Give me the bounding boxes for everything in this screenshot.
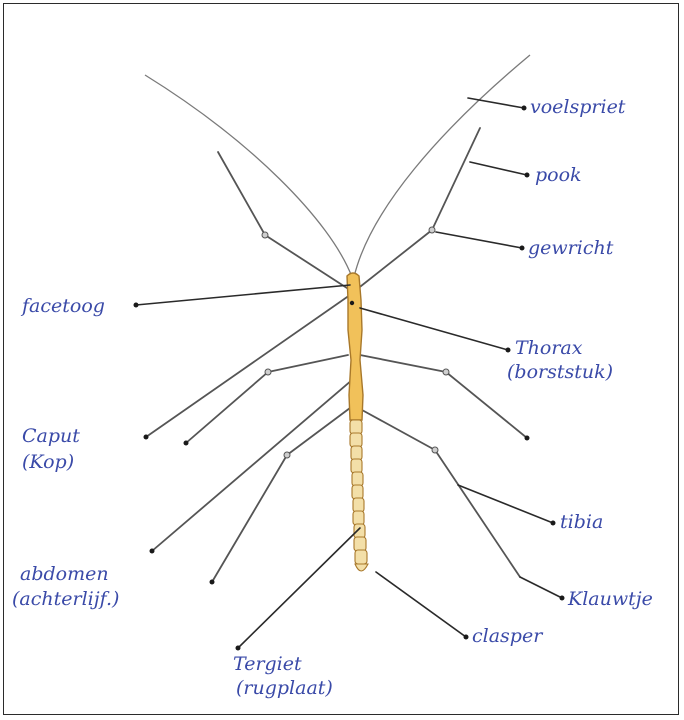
leader-pook [470, 162, 527, 175]
label-facetoog: facetoog [20, 295, 105, 317]
front-right-leg [356, 128, 480, 290]
eye-dot [350, 301, 354, 305]
dot-clasper [464, 635, 469, 640]
leader-klauwtje [520, 577, 562, 598]
dot-voelspriet [522, 106, 527, 111]
label-thorax-sub: (borststuk) [507, 361, 613, 383]
leader-facetoog [136, 285, 350, 305]
dot-facetoog [134, 303, 139, 308]
hind-right-leg [362, 410, 520, 577]
joint-front-left [262, 232, 268, 238]
leader-gewricht [436, 232, 522, 248]
label-gewricht: gewricht [528, 237, 614, 259]
joint-mid-left [265, 369, 271, 375]
dot-thorax [506, 348, 511, 353]
label-thorax: Thorax [515, 337, 583, 359]
dot-caput [144, 435, 149, 440]
left-antenna [145, 75, 352, 277]
dot-gewricht [520, 246, 525, 251]
label-pook: pook [535, 164, 582, 186]
label-caput-sub: (Kop) [22, 451, 74, 473]
joint-front-right [429, 227, 435, 233]
label-tergiet: Tergiet [233, 653, 302, 675]
dot-hind-left-tip [210, 580, 215, 585]
dot-abdomen [150, 549, 155, 554]
outer-left-leg [146, 295, 350, 437]
dot-tibia [551, 521, 556, 526]
leader-thorax [360, 308, 508, 350]
joint-hind-left [284, 452, 290, 458]
joint-mid-right [443, 369, 449, 375]
dot-klauwtje [560, 596, 565, 601]
dot-tergiet [236, 646, 241, 651]
label-tergiet-sub: (rugplaat) [236, 677, 333, 699]
dot-pook [525, 173, 530, 178]
mid-left-leg [186, 355, 348, 443]
mid-right-leg [360, 355, 527, 438]
label-caput: Caput [22, 425, 80, 447]
joint-hind-right [432, 447, 438, 453]
dot-mid-left-tip [184, 441, 189, 446]
dot-mid-right-tip [525, 436, 530, 441]
label-abdomen-sub: (achterlijf.) [12, 588, 119, 610]
leader-tergiet [238, 528, 360, 648]
label-abdomen: abdomen [20, 563, 109, 585]
label-clasper: clasper [472, 625, 544, 647]
leader-clasper [376, 572, 466, 637]
hind-left-leg [212, 408, 350, 582]
label-klauwtje: Klauwtje [567, 588, 653, 610]
insect-abdomen [350, 420, 368, 571]
front-left-leg [218, 152, 350, 290]
leader-tibia [458, 485, 553, 523]
label-voelspriet: voelspriet [530, 96, 626, 118]
outer-left-leg-2 [152, 380, 352, 551]
right-antenna [354, 55, 530, 277]
label-tibia: tibia [560, 511, 603, 533]
insect-thorax [347, 273, 363, 420]
